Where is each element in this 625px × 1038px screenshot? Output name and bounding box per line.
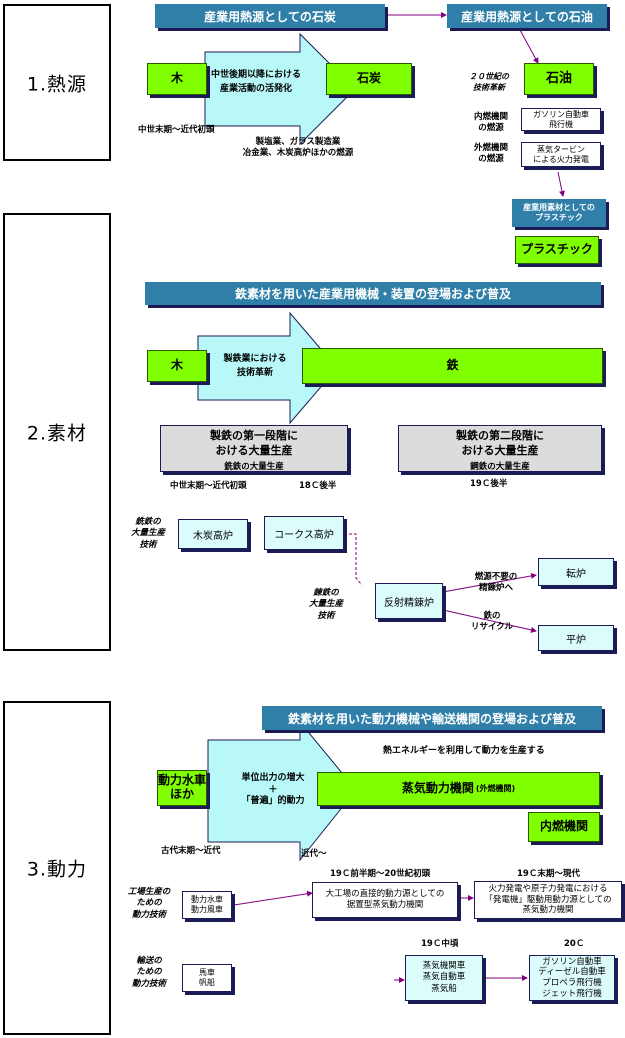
box-stage2: 製鉄の第二段階に おける大量生産 鋼鉄の大量生産 (398, 425, 602, 472)
box-oil: 石油 (524, 63, 594, 95)
connector-coke-reverb (344, 533, 363, 586)
label-tech-innovation: ２０世紀の 技術革新 (469, 72, 509, 92)
label-transport-head2: 20Ｃ (564, 939, 585, 949)
box-internal-combustion: 内燃機関 (528, 812, 600, 842)
stage2-sub: 鋼鉄の大量生産 (470, 461, 530, 472)
label-period-ancient: 古代末期～近代 (161, 846, 221, 856)
section-power-label: 3.動力 (26, 858, 88, 881)
label-ice-fuel: 内燃機関 の燃源 (473, 112, 508, 134)
label-wrought-iron-tech: 錬鉄の 大量生産 技術 (308, 588, 343, 621)
stage1-sub: 銑鉄の大量生産 (224, 461, 284, 472)
label-material-period2: 18Ｃ後半 (299, 481, 337, 491)
arrow-text-power: 単位出力の増大 ＋ 「普遍」的動力 (241, 773, 305, 807)
connector-oil-plastic (557, 171, 565, 197)
box-plastic: プラスチック (515, 236, 599, 264)
section-heat: 1.熱源 (3, 4, 111, 161)
stage2-title: 製鉄の第二段階に おける大量生産 (456, 429, 544, 457)
big-arrow-heat (204, 32, 356, 146)
stage1-title: 製鉄の第一段階に おける大量生産 (210, 429, 298, 457)
box-open-hearth: 平炉 (538, 625, 614, 651)
section-material: 2.素材 (3, 213, 111, 651)
banner-plastic: 産業用素材としての プラスチック (512, 199, 606, 227)
box-stage1: 製鉄の第一段階に おける大量生産 銑鉄の大量生産 (160, 425, 348, 472)
label-heat-industries: 製塩業、ガラス製造業 冶金業、木炭高炉ほかの燃源 (242, 137, 354, 159)
box-waterwheel: 動力水車 ほか (157, 770, 207, 806)
banner-material: 鉄素材を用いた産業用機械・装置の登場および普及 (145, 282, 601, 305)
label-pig-iron-tech: 銑鉄の 大量生産 技術 (130, 517, 165, 550)
label-transport-head1: 19Ｃ中頃 (421, 939, 459, 949)
banner-oil: 産業用熱源としての石油 (447, 4, 607, 28)
label-material-period3: 19Ｃ後半 (470, 479, 508, 489)
steam-label: 蒸気動力機関 (401, 781, 474, 796)
box-transport-old: 馬車 帆船 (182, 964, 232, 992)
box-converter: 転炉 (538, 558, 614, 586)
box-ice: ガソリン自動車 飛行機 (521, 108, 601, 131)
section-power: 3.動力 (3, 701, 111, 1035)
section-heat-label: 1.熱源 (26, 73, 88, 95)
banner-coal: 産業用熱源としての石炭 (155, 4, 385, 28)
box-transport-steam: 蒸気機関車 蒸気自動車 蒸気船 (405, 955, 483, 1001)
box-charcoal-furnace: 木炭高炉 (178, 519, 248, 549)
box-production-stationary: 大工場の直接的動力源としての 据置型蒸気動力機関 (312, 882, 458, 918)
label-period-modern: 近代～ (301, 849, 327, 859)
box-steam-engine: 蒸気動力機関 (外燃機関) (317, 772, 600, 806)
label-recycle: 鉄の リサイクル (470, 611, 514, 633)
label-power-head1: 19Ｃ前半期～20世紀初頭 (330, 869, 431, 879)
box-coal: 石炭 (326, 63, 412, 95)
steam-note: (外燃機関) (475, 784, 516, 794)
label-ece-fuel: 外燃機関 の燃源 (473, 143, 508, 165)
connector-oil-banner-box (519, 29, 539, 64)
arrow-text-heat: 中世後期以降における 産業活動の活発化 (210, 70, 301, 95)
box-coke-furnace: コークス高炉 (264, 516, 344, 550)
box-transport-modern: ガソリン自動車 ディーゼル自動車 プロペラ飛行機 ジェット飛行機 (529, 955, 615, 1001)
box-wood-material: 木 (147, 350, 207, 382)
big-arrow-power (207, 720, 357, 862)
label-transport-tech: 輸送の ための 動力技術 (131, 956, 166, 989)
box-production-old: 動力水車 動力風車 (182, 891, 232, 919)
box-wood-heat: 木 (147, 63, 207, 95)
big-arrow-material (197, 311, 338, 425)
box-iron: 鉄 (302, 348, 603, 384)
connector-reverb-hearth (442, 609, 537, 633)
label-power-head2: 19Ｃ末期～現代 (517, 869, 580, 879)
box-ece: 蒸気タービン による火力発電 (521, 142, 601, 167)
connector-reverb-converter (442, 572, 537, 593)
banner-power: 鉄素材を用いた動力機械や輸送機関の登場および普及 (262, 706, 602, 730)
box-reverb-furnace: 反射精錬炉 (375, 583, 443, 619)
label-thermal: 熱エネルギーを利用して動力を生産する (383, 746, 545, 756)
section-material-label: 2.素材 (26, 422, 88, 445)
arrow-text-material: 製鉄業における 技術革新 (223, 354, 287, 379)
connector-prod-1 (233, 890, 313, 906)
label-heat-period: 中世末期～近代初頭 (138, 125, 215, 135)
label-production-tech: 工場生産の ための 動力技術 (127, 887, 171, 920)
box-production-generator: 火力発電や原子力発電における 「発電機」駆動用動力源としての 蒸気動力機関 (474, 881, 622, 919)
label-material-period1: 中世末期～近代初頭 (170, 481, 247, 491)
label-fuel-free: 燃源不要の 精錬炉へ (474, 572, 518, 594)
